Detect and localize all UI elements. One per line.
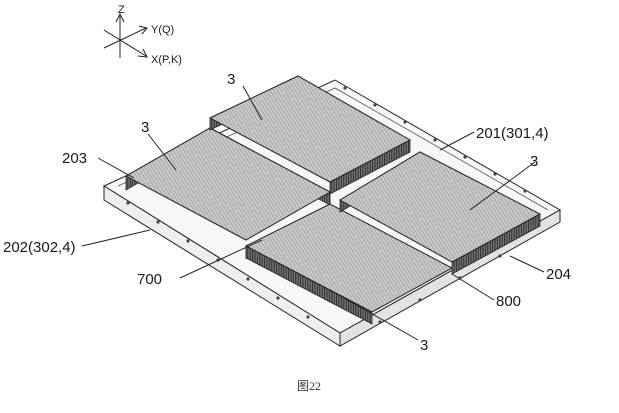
label-block-left: 3 xyxy=(141,119,149,136)
axis-x-label: X(P,K) xyxy=(151,54,182,66)
label-block-bottom: 3 xyxy=(420,337,428,354)
label-fin-edge: 800 xyxy=(496,293,521,310)
label-gap: 700 xyxy=(137,271,162,288)
label-block-right: 3 xyxy=(530,153,538,170)
label-block-top-left: 3 xyxy=(227,71,235,88)
leader-lines xyxy=(81,85,545,341)
fin-block-top-right xyxy=(208,75,412,195)
label-left-wall: 203 xyxy=(62,150,87,167)
label-plate-top: 201(301,4) xyxy=(476,125,549,142)
axes-indicator: Z Y(Q) X(P,K) xyxy=(103,4,182,66)
axis-y-label: Y(Q) xyxy=(151,24,174,36)
label-side-right: 204 xyxy=(546,266,571,283)
fin-block-bottom-right xyxy=(338,151,542,275)
axis-z-label: Z xyxy=(118,4,125,16)
figure-caption: 图22 xyxy=(297,379,321,393)
label-plate-bottom: 202(302,4) xyxy=(3,239,76,256)
